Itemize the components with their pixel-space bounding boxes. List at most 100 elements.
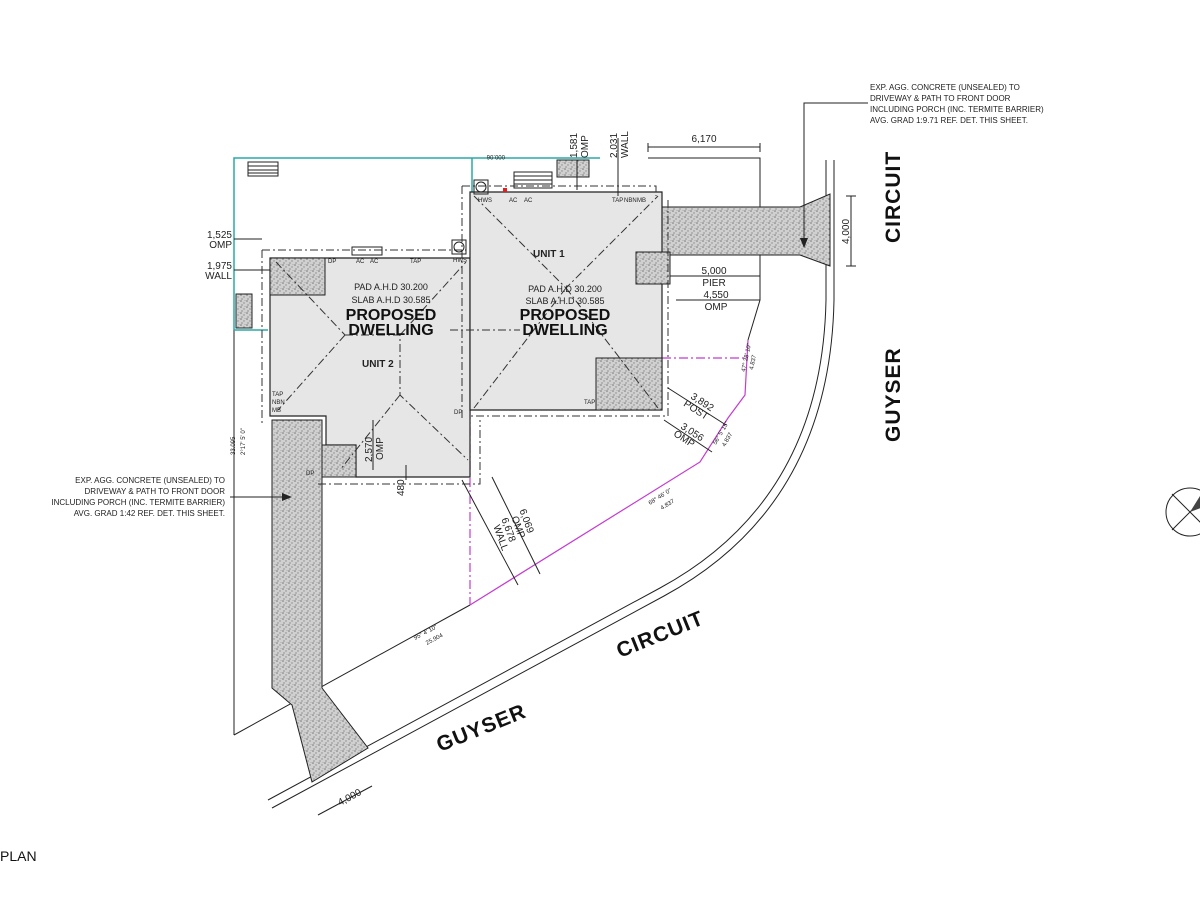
bin-pad [235, 293, 253, 329]
bearing-top: 47° 28' 10" [741, 343, 753, 373]
unit-1-slab-level: SLAB A.H.D 30.585 [525, 296, 604, 306]
north-arrow-icon [1165, 487, 1200, 537]
clothesline-bars [514, 175, 552, 185]
dim-2031: 2,031 [609, 133, 620, 158]
dim-1525: 1,525 [207, 230, 232, 241]
dimension-line [234, 238, 270, 271]
street-name-circuit: CIRCUIT [882, 151, 905, 243]
unit-1-pad-level: PAD A.H.D 30.200 [528, 284, 602, 294]
note-left-line: DRIVEWAY & PATH TO FRONT DOOR [85, 487, 226, 496]
hws-icon [473, 179, 489, 195]
property-boundary-magenta [469, 339, 749, 606]
dimension-line [576, 138, 619, 196]
nbn-label: NBN [272, 400, 285, 406]
clothesline-bars [248, 165, 278, 174]
arrow-icon [800, 238, 808, 248]
driveway-unit-1 [661, 193, 831, 267]
dim-4000-right: 4,000 [841, 219, 852, 244]
unit-2-label: UNIT 2 [362, 359, 394, 370]
bearing-left-length: 33.095 [231, 436, 237, 455]
ac-label: AC [370, 259, 379, 265]
dimension-line [372, 420, 407, 480]
fence-line [233, 157, 600, 330]
unit-2-porch [321, 444, 357, 478]
unit-1-porch [635, 251, 671, 285]
drawing-title: PLAN [0, 848, 37, 864]
dp-label: DP [454, 410, 462, 416]
note-left-line: EXP. AGG. CONCRETE (UNSEALED) TO [75, 476, 225, 485]
dim-4550-type: OMP [705, 302, 728, 313]
unit-1-garage-slab [595, 357, 663, 411]
dim-5000: 5,000 [701, 266, 726, 277]
mb-label: MB [637, 198, 646, 204]
bin-pad [556, 159, 590, 178]
ac-label: AC [509, 198, 518, 204]
unit-2-title-line2: DWELLING [348, 322, 433, 339]
hws-label: HWS [453, 258, 467, 264]
unit-2-roof-lines [275, 261, 469, 471]
road-kerb-line [267, 160, 827, 801]
dimension-line [647, 143, 761, 152]
street-name-circuit: CIRCUIT [613, 607, 707, 663]
unit-1-title-line2: DWELLING [522, 322, 607, 339]
dim-2031-type: WALL [620, 131, 631, 158]
ac-unit [351, 246, 383, 256]
dim-1975: 1,975 [207, 261, 232, 272]
bearing-left: 2°17' 5' 0" [241, 428, 247, 455]
note-right-line: EXP. AGG. CONCRETE (UNSEALED) TO [870, 83, 1020, 92]
dim-4000-bottom: 4,000 [336, 787, 364, 809]
dim-2570-type: OMP [375, 437, 386, 460]
dim-1581: 1,581 [569, 133, 580, 158]
note-right-line: DRIVEWAY & PATH TO FRONT DOOR [870, 94, 1011, 103]
dim-5000-type: PIER [702, 278, 725, 289]
dimension-line [461, 476, 541, 586]
unit-1-roof-lines [473, 195, 659, 409]
drain-marker [503, 188, 507, 192]
dimension-line [317, 785, 373, 816]
nbn-label: NBN [624, 198, 637, 204]
note-right-line: AVG. GRAD 1:9.71 REF. DET. THIS SHEET. [870, 116, 1028, 125]
unit-1-label: UNIT 1 [533, 249, 565, 260]
dim-1975-type: WALL [205, 271, 232, 282]
clothesline [247, 161, 279, 177]
arrow-icon [282, 493, 292, 501]
dim-1581-type: OMP [580, 135, 591, 158]
dimension-line [663, 387, 727, 453]
ac-label: AC [356, 259, 365, 265]
hws-label: HWS [478, 198, 492, 204]
leader-line [803, 102, 868, 245]
dp-label: DP [306, 471, 314, 477]
lot-boundary [233, 604, 471, 736]
dim-480: 480 [396, 479, 407, 496]
unit-2-slab-level: SLAB A.H.D 30.585 [351, 295, 430, 305]
dp-label: DP [328, 259, 336, 265]
bearing-diag-length: 4.837 [660, 498, 676, 511]
ac-label: AC [524, 198, 533, 204]
unit-2-garage-slab [269, 257, 326, 296]
street-name-guyser: GUYSER [882, 347, 905, 442]
unit-2-title-line1: PROPOSED [346, 307, 437, 324]
note-right-line: INCLUDING PORCH (INC. TERMITE BARRIER) [870, 105, 1044, 114]
tap-label: TAP [410, 259, 421, 265]
unit-2-eave-line [261, 249, 481, 485]
unit-1-eave-line [461, 185, 669, 418]
unit-2-pad-level: PAD A.H.D 30.200 [354, 282, 428, 292]
mb-label: MB [272, 408, 281, 414]
tap-label: TAP [272, 392, 283, 398]
tap-label: TAP [612, 198, 623, 204]
note-left-line: INCLUDING PORCH (INC. TERMITE BARRIER) [51, 498, 225, 507]
unit-1-title-line1: PROPOSED [520, 307, 611, 324]
dimension-line [670, 275, 760, 301]
dim-1525-type: OMP [209, 240, 232, 251]
dim-6170: 6,170 [691, 134, 716, 145]
street-name-guyser: GUYSER [433, 700, 529, 757]
note-left-line: AVG. GRAD 1:42 REF. DET. THIS SHEET. [74, 509, 225, 518]
tap-label: TAP [584, 400, 595, 406]
bearing-top-length: 4.837 [749, 354, 758, 371]
dim-4550: 4,550 [703, 290, 728, 301]
dimension-line [846, 195, 856, 267]
road-kerb-line [271, 160, 835, 809]
dim-2570: 2,570 [364, 437, 375, 462]
hws-icon [451, 239, 467, 255]
